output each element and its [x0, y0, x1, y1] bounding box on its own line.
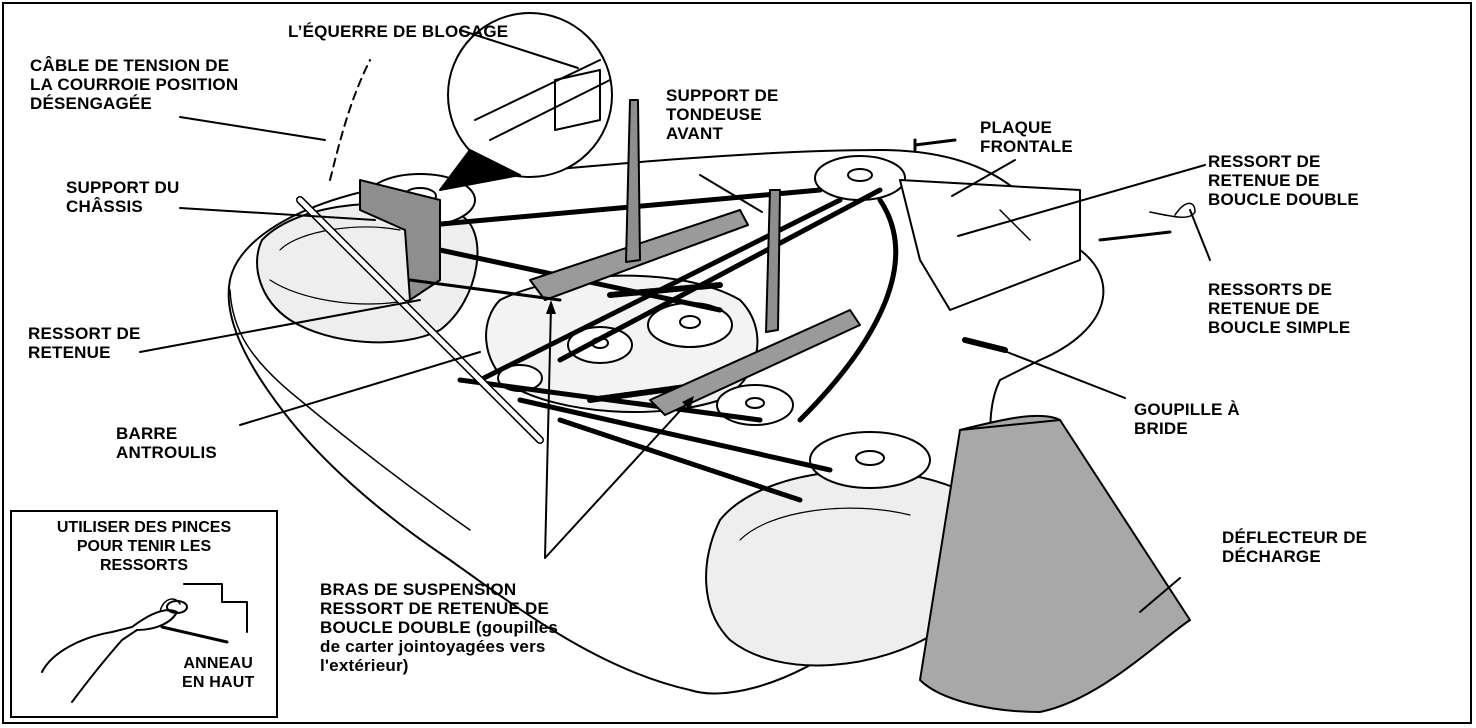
belt-1 [427, 187, 823, 228]
label-ressort-double: RESSORT DE RETENUE DE BOUCLE DOUBLE [1208, 152, 1359, 209]
label-support-tondeuse: SUPPORT DE TONDEUSE AVANT [666, 86, 779, 143]
discharge-hub [809, 431, 931, 489]
label-goupille-bride: GOUPILLE À BRIDE [1134, 400, 1240, 438]
label-plaque-frontale: PLAQUE FRONTALE [980, 118, 1073, 156]
label-bras-suspension-bold: BRAS DE SUSPENSION RESSORT DE RETENUE DE… [320, 580, 550, 637]
spring-center [607, 282, 723, 298]
bolt-top [913, 138, 957, 152]
belt-4 [557, 187, 883, 363]
label-support-chassis: SUPPORT DU CHÂSSIS [66, 178, 180, 216]
belt-5 [517, 397, 833, 473]
label-ressorts-simple: RESSORTS DE RETENUE DE BOUCLE SIMPLE [1208, 280, 1351, 337]
front-plate [899, 179, 1081, 311]
chassis-bracket [359, 179, 441, 301]
hairpin-spring [1149, 202, 1196, 218]
label-barre-antroulis: BARRE ANTROULIS [116, 424, 217, 462]
belt-6 [557, 417, 803, 503]
label-ressort-retenue: RESSORT DE RETENUE [28, 324, 141, 362]
pliers-illustration [41, 583, 248, 703]
pulley-front-left [567, 326, 633, 364]
bolt-right [1098, 230, 1172, 242]
label-bras-suspension: BRAS DE SUSPENSION RESSORT DE RETENUE DE… [320, 580, 558, 675]
suspension-arm-front [649, 309, 861, 416]
flange-pin [962, 337, 1008, 353]
zoom-circle [447, 12, 613, 178]
label-cable-tension: CÂBLE DE TENSION DE LA COURROIE POSITION… [30, 56, 239, 113]
label-bras-suspension-note: (goupilles de carter jointoyagées vers l… [320, 618, 559, 675]
label-anneau-haut: ANNEAU EN HAUT [182, 655, 255, 691]
pulley-idler-top [814, 155, 906, 201]
discharge-deflector [919, 414, 1191, 713]
tension-cable [329, 59, 371, 181]
belt-7 [797, 197, 899, 423]
label-deflecteur-decharge: DÉFLECTEUR DE DÉCHARGE [1222, 528, 1368, 566]
front-support-2 [765, 189, 781, 333]
label-equerre-blocage: L’ÉQUERRE DE BLOCAGE [288, 22, 509, 41]
inset-title: UTILISER DES PINCES POUR TENIR LES RESSO… [56, 519, 232, 574]
front-support-1 [625, 99, 641, 263]
pliers-inset: UTILISER DES PINCES POUR TENIR LES RESSO… [10, 510, 278, 718]
